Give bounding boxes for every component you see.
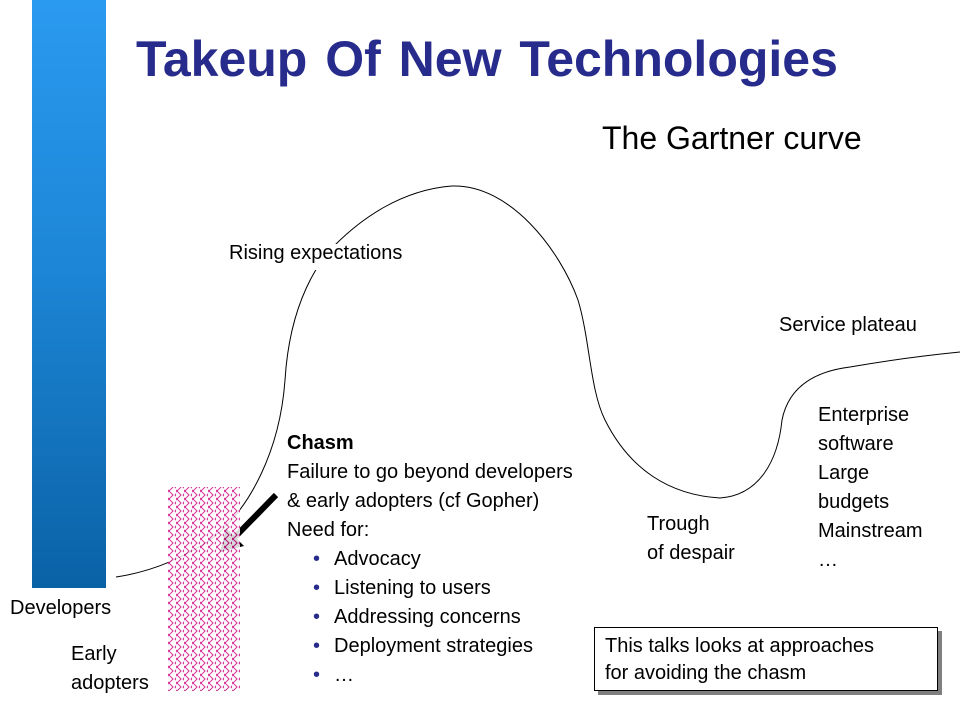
list-item: …	[313, 661, 573, 690]
developers-label: Developers	[10, 597, 112, 619]
chasm-arrow	[231, 492, 279, 541]
chasm-heading: Chasm	[287, 432, 354, 454]
list-item: Listening to users	[313, 574, 573, 603]
decorative-side-bar	[32, 0, 106, 588]
enterprise-line: budgets	[818, 491, 890, 513]
list-item: Addressing concerns	[313, 603, 573, 632]
early-adopters-label-line1: Early	[71, 643, 117, 665]
enterprise-description: Enterprise software Large budgets Mainst…	[818, 401, 922, 575]
trough-label-line2: of despair	[647, 542, 735, 564]
note-box: This talks looks at approaches for avoid…	[594, 627, 938, 691]
early-adopters-label-line2: adopters	[71, 672, 149, 694]
chasm-line: Need for:	[287, 519, 370, 541]
enterprise-line: Enterprise	[818, 404, 910, 426]
trough-label-line1: Trough	[647, 513, 710, 535]
gartner-curve-line	[115, 185, 960, 578]
page-subtitle: The Gartner curve	[602, 120, 862, 156]
list-item: Advocacy	[313, 545, 573, 574]
enterprise-line: Large	[818, 462, 870, 484]
note-line1: This talks looks at approaches	[605, 635, 875, 657]
enterprise-line: …	[818, 549, 838, 571]
list-item: Deployment strategies	[313, 632, 573, 661]
chasm-line: Failure to go beyond developers	[287, 461, 573, 483]
chasm-hatched-region	[168, 487, 240, 691]
chasm-description: Chasm Failure to go beyond developers & …	[287, 429, 573, 690]
page-title: Takeup Of New Technologies	[136, 31, 838, 87]
chasm-needs-list: Advocacy Listening to users Addressing c…	[287, 545, 573, 690]
rising-expectations-label: Rising expectations	[229, 242, 403, 264]
chasm-line: & early adopters (cf Gopher)	[287, 490, 540, 512]
enterprise-line: Mainstream	[818, 520, 923, 542]
enterprise-line: software	[818, 433, 894, 455]
note-line2: for avoiding the chasm	[605, 662, 807, 684]
service-plateau-label: Service plateau	[779, 314, 917, 336]
